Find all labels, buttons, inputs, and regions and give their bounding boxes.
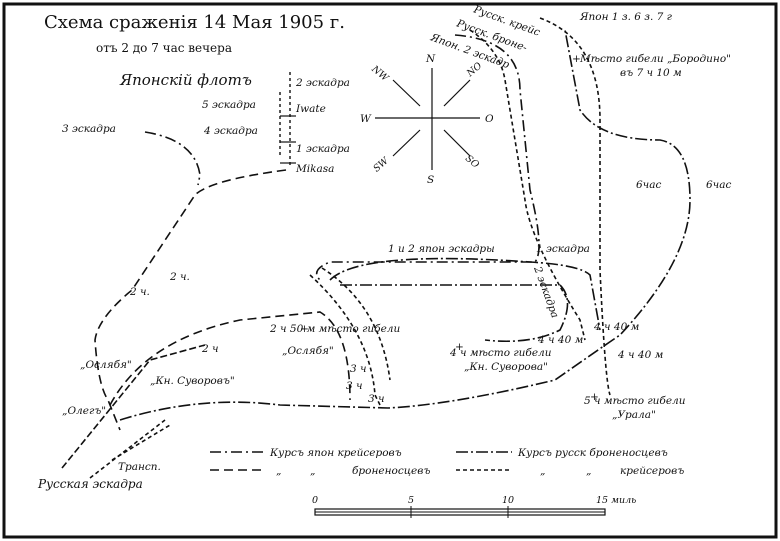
- squadron-label-2: 2 эскадра: [295, 77, 350, 89]
- route-russian-squadron: [61, 344, 206, 469]
- route-rus-cruisers: [539, 17, 611, 396]
- label-yapon-1-2: 1 и 2 япон эскадры: [388, 243, 495, 255]
- legend-ditto-4: „: [586, 465, 591, 477]
- map-subtitle: отъ 2 до 7 час вечера: [96, 41, 232, 55]
- label-yapon-time: Япон 1 з. 6 з. 7 г: [579, 11, 673, 23]
- label-2-eskadra: 2 эскадра: [531, 264, 561, 320]
- label-borodino-b: въ 7 ч 10 м: [620, 67, 682, 79]
- compass-e: O: [485, 113, 494, 125]
- scale-bar: 0 5 10 15 миль: [312, 495, 636, 518]
- label-4h40-c: 4 ч 40 м: [617, 349, 663, 361]
- label-oleg-ship: „Олегъ": [62, 405, 106, 417]
- compass-w: W: [360, 113, 372, 125]
- squadron-label-1: 1 эскадра: [296, 143, 350, 155]
- compass-sw: SW: [371, 155, 391, 175]
- sinking-marker-oslyabya: +: [300, 323, 309, 335]
- route-rus-battleships-3: [329, 257, 601, 331]
- route-jap-cruisers-2: [315, 34, 540, 281]
- sinking-marker-ural: +: [590, 391, 599, 403]
- scale-tick-15: 15 миль: [596, 495, 636, 506]
- label-oslyabya-ship: „Ослябя": [80, 359, 132, 371]
- squadron-label-5: 5 эскадра: [202, 99, 256, 111]
- route-rus-cruisers-4: [321, 267, 391, 381]
- sinking-marker-borodino: +: [572, 53, 581, 65]
- legend-jap-battleships: броненосцевъ: [352, 465, 430, 477]
- label-russian-squadron: Русская эскадра: [37, 477, 143, 491]
- legend-jap-cruisers: Курсъ япон крейсеровъ: [269, 447, 402, 459]
- scale-tick-0: 0: [312, 495, 318, 506]
- route-rus-cruisers-2: [469, 29, 586, 341]
- compass-so: SO: [463, 153, 481, 171]
- route-rus-battleships-2: [340, 284, 569, 343]
- label-4h40-a: 4 ч 40 м: [593, 321, 639, 333]
- legend-rus-cruisers: крейсеровъ: [620, 465, 684, 477]
- label-2h-c: 2 ч: [201, 343, 219, 355]
- label-ural-a: 5 ч мѣсто гибели: [584, 395, 686, 407]
- sinking-marker-suvorov: +: [455, 341, 464, 353]
- label-oslyabya-b: „Ослябя": [282, 345, 334, 357]
- japanese-fleet-column: [279, 72, 296, 168]
- label-suvorov-a: 4 ч мѣсто гибели: [449, 347, 552, 359]
- label-6h-a: 6час: [636, 179, 661, 191]
- label-3h-a: 3 ч: [350, 363, 367, 375]
- label-ural-b: „Урала": [612, 409, 656, 421]
- compass-nw: NW: [369, 63, 392, 84]
- squadron-label-4: 4 эскадра: [203, 125, 258, 137]
- compass-rose: [375, 68, 480, 170]
- legend-ditto-1: „: [276, 465, 281, 477]
- label-6h-b: 6час: [706, 179, 731, 191]
- compass-s: S: [427, 174, 434, 186]
- label-transports: Трансп.: [118, 461, 161, 473]
- route-jap-battleships: [94, 169, 287, 431]
- label-3h-b: 3 ч: [346, 380, 363, 392]
- route-jap-cruisers: [144, 131, 201, 186]
- map-title: Схема сраженія 14 Мая 1905 г.: [44, 12, 345, 33]
- squadron-label-iwate: Iwate: [295, 103, 326, 115]
- legend-ditto-3: „: [540, 465, 545, 477]
- route-rus-battleships: [119, 29, 691, 421]
- compass-n: N: [425, 53, 436, 65]
- label-3h-c: 3 ч: [368, 393, 385, 405]
- legend-rus-battleships: Курсъ русск броненосцевъ: [517, 447, 668, 459]
- label-2h-b: 2 ч.: [129, 286, 150, 298]
- label-4h40-b: 4 ч 40 м: [537, 334, 583, 346]
- japanese-fleet-label: Японскій флотъ: [119, 71, 252, 89]
- scale-tick-5: 5: [408, 495, 414, 506]
- legend: Курсъ япон крейсеровъ „ „ броненосцевъ К…: [210, 447, 684, 477]
- route-russian-squadron-2: [89, 419, 166, 479]
- label-borodino-a: Мѣсто гибели „Бородино": [579, 53, 731, 65]
- route-jap-battleships-2: [109, 311, 351, 406]
- route-rus-cruisers-3: [309, 274, 381, 406]
- squadron-label-mikasa: Mikasa: [295, 163, 334, 175]
- squadron-label-3: 3 эскадра: [62, 123, 116, 135]
- label-suvorov-ship: „Кн. Суворовъ": [150, 375, 235, 387]
- label-1-eskadra: 1 эскадра: [536, 243, 590, 255]
- label-suvorov-b: „Кн. Суворова": [464, 361, 548, 373]
- label-2h-a: 2 ч.: [169, 271, 190, 283]
- compass-no: NO: [464, 60, 484, 80]
- legend-ditto-2: „: [310, 465, 315, 477]
- scale-tick-10: 10: [502, 495, 514, 506]
- label-oslyabya-a: 2 ч 50 м мѣсто гибели: [269, 323, 400, 335]
- route-transports: [111, 424, 171, 461]
